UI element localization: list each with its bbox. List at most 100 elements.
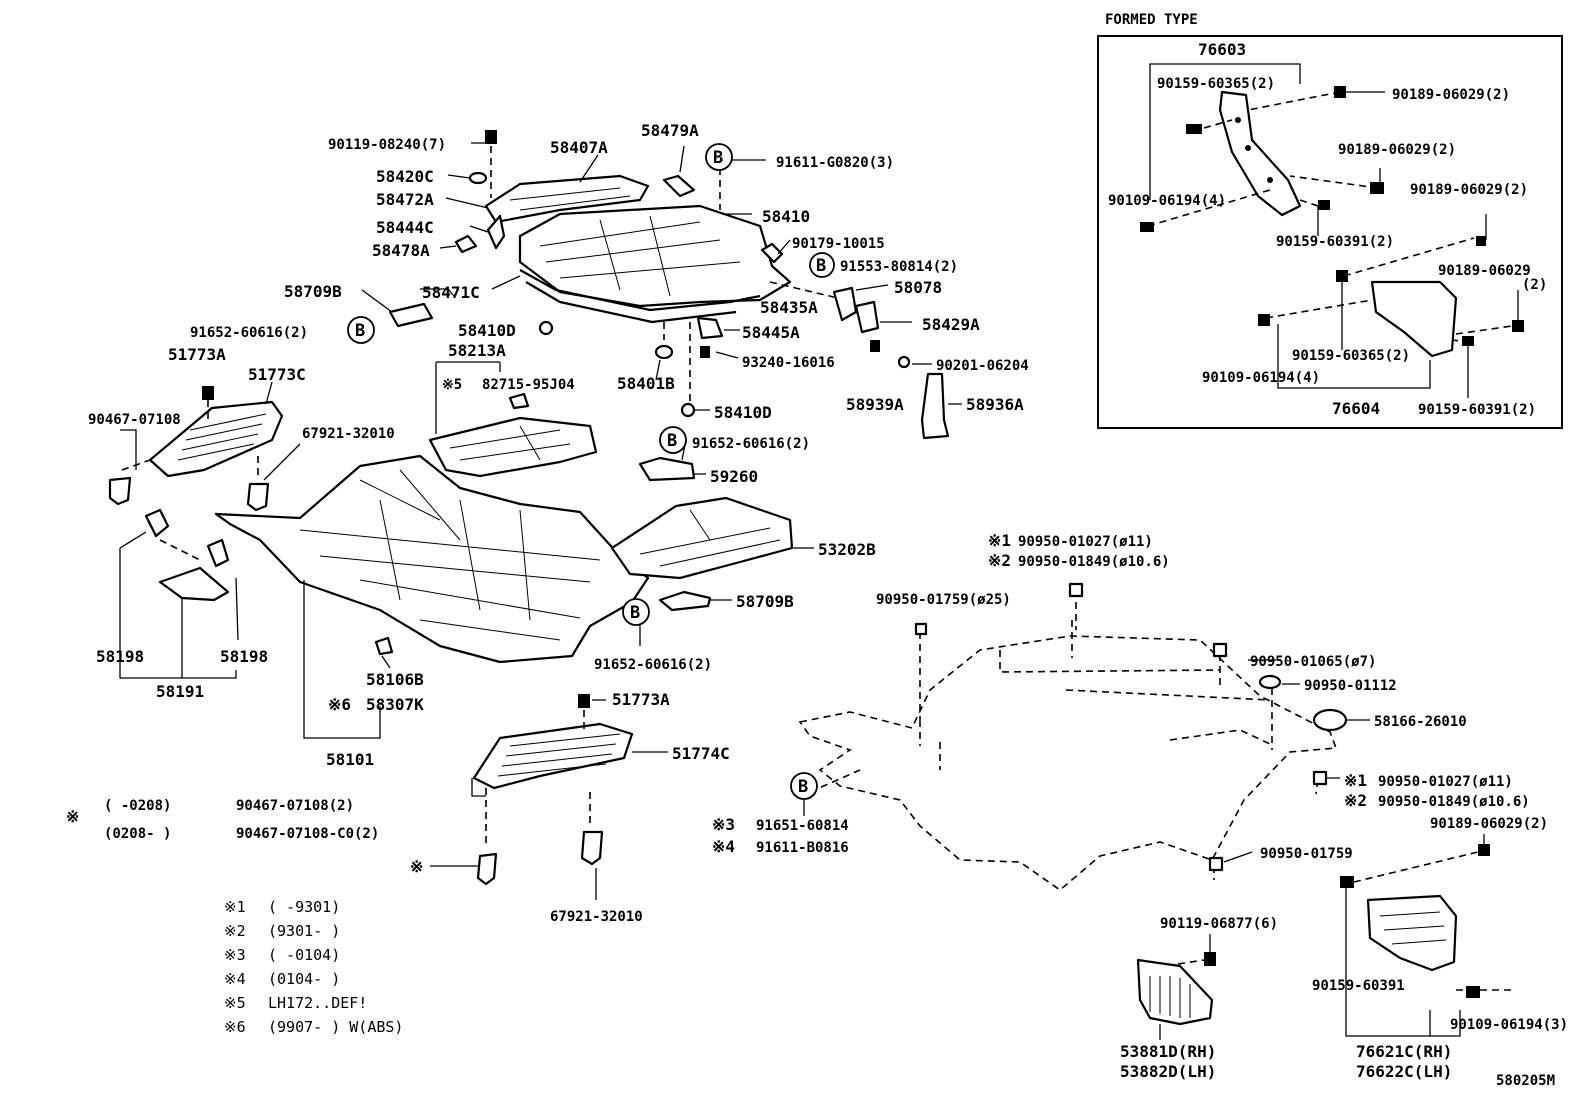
note-row2-range: (0208- ) bbox=[104, 826, 171, 842]
label-90189-06029-b: 90189-06029(2) bbox=[1338, 142, 1456, 158]
dash bbox=[485, 710, 591, 848]
clip-51773A-top bbox=[202, 386, 214, 400]
label-90950-01849-top-mark: ※2 bbox=[988, 551, 1011, 570]
label-91553-80814: 91553-80814(2) bbox=[840, 259, 958, 275]
bolt-icon bbox=[1462, 336, 1474, 346]
label-90109-06194-a: 90109-06194(4) bbox=[1108, 193, 1226, 209]
hole bbox=[1245, 145, 1251, 151]
part-58444C bbox=[486, 214, 506, 250]
clip-90467-07108 bbox=[108, 476, 132, 506]
part-58471C bbox=[519, 269, 761, 312]
part-58445A bbox=[696, 316, 724, 340]
clip-90950-01027-right bbox=[1312, 770, 1328, 786]
note-row1-range: ( -0208) bbox=[104, 798, 171, 814]
label-51774C: 51774C bbox=[672, 744, 730, 763]
note-row2-part: 90467-07108-C0(2) bbox=[236, 826, 379, 842]
part-58410D-b bbox=[680, 402, 696, 418]
label-90950-01759-bottom: 90950-01759 bbox=[1260, 846, 1353, 862]
bolt-icon bbox=[1186, 124, 1202, 134]
bolt-icon bbox=[1318, 200, 1330, 210]
part-58407A bbox=[484, 174, 650, 224]
part-58101-floor bbox=[214, 454, 650, 664]
circle-b-marker-2: B bbox=[809, 252, 835, 278]
label-90950-01027-right-mark: ※1 bbox=[1344, 771, 1367, 790]
circle-b-marker-4: B bbox=[659, 426, 687, 454]
legend-key-6: ※6 bbox=[224, 1018, 246, 1036]
carpet-clip-dashes bbox=[809, 590, 1319, 880]
label-53881D: 53881D(RH) bbox=[1120, 1042, 1216, 1061]
label-58709B-right: 58709B bbox=[736, 592, 794, 611]
note-row1-part: 90467-07108(2) bbox=[236, 798, 354, 814]
label-58429A: 58429A bbox=[922, 315, 980, 334]
label-90950-01027-top: 90950-01027(ø11) bbox=[1018, 534, 1153, 550]
label-90950-01027-top-mark: ※1 bbox=[988, 531, 1011, 550]
label-58410D-b: 58410D bbox=[714, 403, 772, 422]
formed-mudguard-upper bbox=[1218, 90, 1302, 217]
left-leaders bbox=[120, 381, 301, 481]
part-59260 bbox=[638, 456, 696, 482]
label-58101: 58101 bbox=[326, 750, 374, 769]
hatch bbox=[1379, 911, 1447, 945]
label-58939A: 58939A bbox=[846, 395, 904, 414]
label-58479A: 58479A bbox=[641, 121, 699, 140]
legend-key-5: ※5 bbox=[224, 994, 246, 1012]
bolt-icon bbox=[1370, 182, 1384, 194]
svg-text:B: B bbox=[798, 777, 808, 797]
part-53881D bbox=[1136, 958, 1214, 1026]
hatch bbox=[299, 469, 601, 641]
label-58307K-mark: ※6 bbox=[328, 695, 351, 714]
hatch bbox=[449, 425, 571, 461]
svg-text:B: B bbox=[630, 603, 640, 623]
label-58078: 58078 bbox=[894, 278, 942, 297]
clip-90950-01112 bbox=[1258, 674, 1282, 690]
part-76621C bbox=[1366, 894, 1458, 972]
bolt-icon bbox=[1478, 844, 1490, 856]
label-90950-01065: 90950-01065(ø7) bbox=[1250, 654, 1376, 670]
label-58471C: 58471C bbox=[422, 283, 480, 302]
part-58479A bbox=[662, 174, 696, 198]
hatch bbox=[639, 509, 781, 567]
bracket-58213A bbox=[435, 361, 501, 434]
label-67921-32010-bottom: 67921-32010 bbox=[550, 909, 643, 925]
bolt-icon bbox=[485, 130, 497, 144]
label-59260: 59260 bbox=[710, 467, 758, 486]
main-floor-assembly: B 53202B 58709B 91652-60616(2) 58198 581… bbox=[96, 381, 876, 925]
part-58410 bbox=[518, 204, 792, 308]
label-90119-06877: 90119-06877(6) bbox=[1160, 916, 1278, 932]
label-58213A: 58213A bbox=[448, 341, 506, 360]
label-58444C: 58444C bbox=[376, 218, 434, 237]
label-58410D-a: 58410D bbox=[458, 321, 516, 340]
carpet-assembly: B ※1 90950-01027(ø11) ※2 90950-01849(ø10… bbox=[712, 531, 1530, 892]
legend-text-6: (9907- ) W(ABS) bbox=[268, 1018, 403, 1036]
part-58166-26010 bbox=[1312, 708, 1348, 732]
clip-90950-01759-top bbox=[914, 622, 928, 636]
hatch bbox=[1149, 976, 1191, 1018]
label-82715-mark: ※5 bbox=[442, 377, 462, 393]
label-53882D: 53882D(LH) bbox=[1120, 1062, 1216, 1081]
bolt-icon bbox=[1334, 86, 1346, 98]
part-58213A bbox=[428, 416, 598, 478]
carpet-inner-lines bbox=[919, 620, 1271, 770]
part-53202B bbox=[610, 496, 794, 580]
label-90950-01112: 90950-01112 bbox=[1304, 678, 1397, 694]
label-90159-60365-b: 90159-60365(2) bbox=[1292, 348, 1410, 364]
clip-67921-32010-top bbox=[246, 482, 270, 512]
lower-right-parts: 90189-06029(2) 90119-06877(6) 90159-6039… bbox=[1120, 816, 1568, 1089]
legend-text-2: (9301- ) bbox=[268, 922, 340, 940]
legend-key-4: ※4 bbox=[224, 970, 246, 988]
circle-b-marker-3: B bbox=[347, 316, 375, 344]
legend-key-3: ※3 bbox=[224, 946, 246, 964]
label-91651-60814-mark: ※3 bbox=[712, 815, 735, 834]
part-58401B bbox=[654, 344, 674, 360]
dash bbox=[1353, 851, 1479, 883]
label-58166-26010: 58166-26010 bbox=[1374, 714, 1467, 730]
label-58401B: 58401B bbox=[617, 374, 675, 393]
label-91652-60616-left: 91652-60616(2) bbox=[190, 325, 308, 341]
label-90179-10015: 90179-10015 bbox=[792, 236, 885, 252]
leaders-51774C bbox=[471, 699, 668, 900]
clip-90950-01759-bottom bbox=[1208, 856, 1224, 872]
label-58407A: 58407A bbox=[550, 138, 608, 157]
clip-90950-01027-top bbox=[1068, 582, 1084, 598]
leaders-76621C bbox=[1345, 888, 1461, 1037]
label-90189-06029-c: 90189-06029(2) bbox=[1410, 182, 1528, 198]
